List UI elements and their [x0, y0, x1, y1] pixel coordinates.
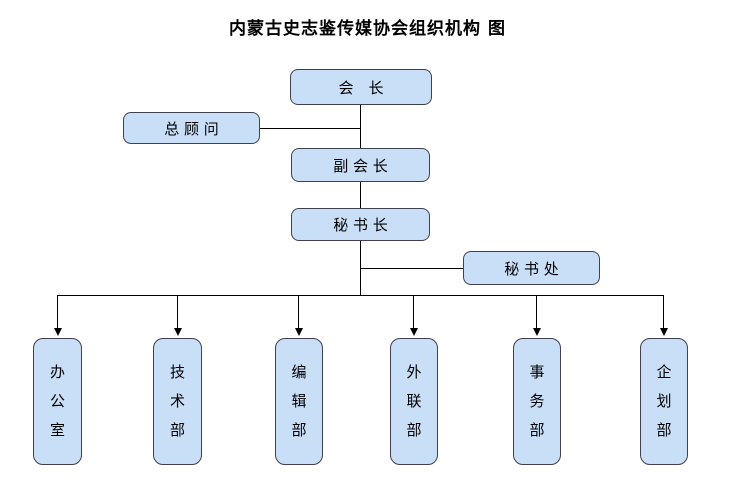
- box-dept-external-relations: 外联部: [390, 338, 438, 465]
- arrow-down-icon-6: [660, 328, 668, 336]
- box-chief-advisor: 总 顾 问: [123, 112, 260, 144]
- arrow-down-icon-3: [295, 328, 303, 336]
- branch-line-1: [57, 296, 58, 329]
- arrow-down-icon-4: [410, 328, 418, 336]
- connector-president-vice: [360, 105, 361, 148]
- box-president: 会 长: [290, 69, 432, 105]
- branch-line-2: [177, 296, 178, 329]
- connector-secretariat: [361, 268, 463, 269]
- branch-line-4: [413, 296, 414, 329]
- connector-secretary-trunk: [360, 241, 361, 296]
- chief-advisor-label: 总 顾 问: [164, 119, 219, 138]
- chart-title: 内蒙古史志鉴传媒协会组织机构 图: [229, 19, 506, 39]
- secretary-general-label: 秘 书 长: [333, 216, 388, 234]
- branch-line-3: [298, 296, 299, 329]
- vice-president-label: 副 会 长: [333, 156, 388, 175]
- branch-line-6: [663, 296, 664, 329]
- arrow-down-icon-1: [54, 328, 62, 336]
- box-secretary-general: 秘 书 长: [291, 208, 430, 241]
- box-vice-president: 副 会 长: [291, 148, 430, 182]
- arrow-down-icon-5: [533, 328, 541, 336]
- arrow-down-icon-2: [174, 328, 182, 336]
- connector-vice-secretary: [360, 182, 361, 208]
- box-dept-office: 办公室: [33, 338, 82, 465]
- box-dept-technology: 技术部: [153, 338, 202, 465]
- distribution-line: [57, 295, 664, 296]
- box-dept-editorial: 编辑部: [275, 338, 323, 465]
- secretariat-label: 秘 书 处: [504, 259, 559, 278]
- connector-chief-advisor: [260, 128, 361, 129]
- branch-line-5: [536, 296, 537, 329]
- box-dept-planning: 企划部: [640, 338, 688, 465]
- president-label: 会 长: [338, 78, 384, 97]
- box-dept-affairs: 事务部: [513, 338, 561, 465]
- box-secretariat: 秘 书 处: [463, 251, 600, 285]
